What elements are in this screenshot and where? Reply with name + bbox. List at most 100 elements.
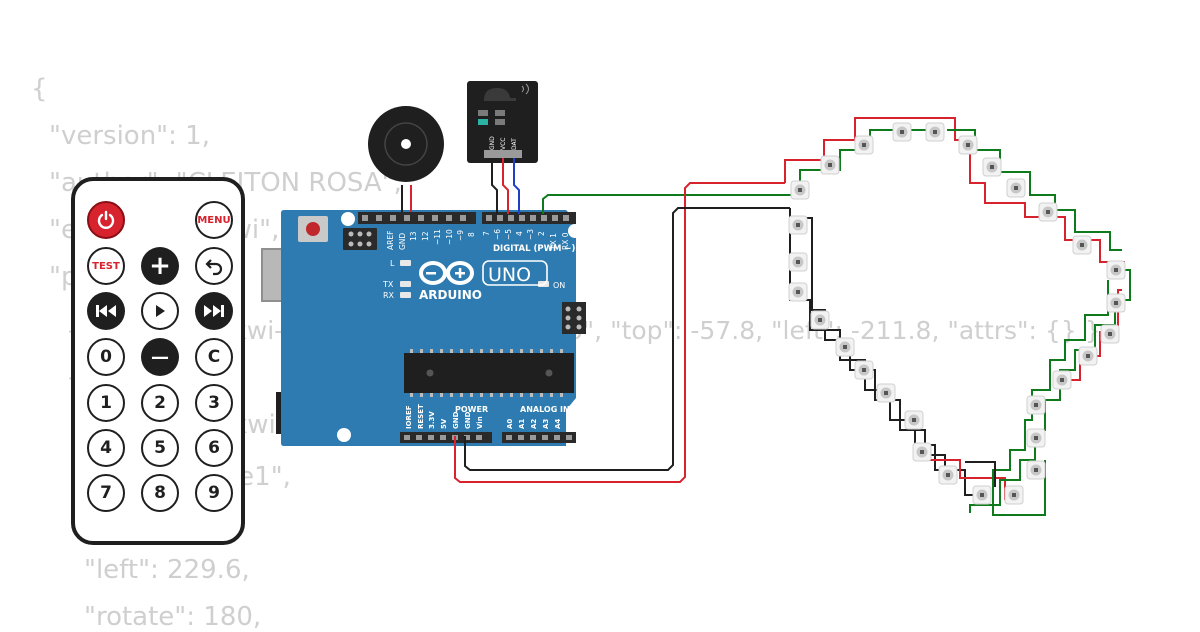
rewind-icon	[96, 305, 116, 317]
digital-pwm-label: DIGITAL (PWM ~)	[493, 244, 575, 254]
pin-label: 12	[421, 231, 430, 241]
digit-button-7[interactable]: 7	[87, 474, 125, 512]
neopixel-led-die	[828, 163, 832, 167]
neopixel-led-die	[1114, 268, 1118, 272]
digit-button-6[interactable]: 6	[195, 429, 233, 467]
pin-label: GND	[398, 233, 407, 250]
neopixel-led-die	[900, 130, 904, 134]
neopixel-led-die	[1034, 436, 1038, 440]
play-icon	[156, 305, 165, 317]
neopixel-led-die	[1014, 186, 1018, 190]
pin-label: A1	[518, 419, 526, 429]
digit-label: 4	[100, 438, 112, 458]
power-icon	[97, 210, 115, 229]
next-button[interactable]	[195, 292, 233, 330]
pin-label: AREF	[386, 231, 395, 250]
digital-header-left	[358, 212, 476, 224]
neopixel-led-die	[966, 143, 970, 147]
wires	[454, 158, 800, 483]
digit-label: 7	[100, 483, 112, 503]
arduino-brand: ARDUINO	[419, 288, 482, 302]
neopixel-led-die	[1086, 354, 1090, 358]
pin-label: RX 0	[561, 232, 570, 250]
digit-button-1[interactable]: 1	[87, 384, 125, 422]
plus-button[interactable]: +	[141, 247, 179, 285]
led-l-label: L	[390, 259, 395, 268]
previous-button[interactable]	[87, 292, 125, 330]
digit-button-2[interactable]: 2	[141, 384, 179, 422]
uno-label: UNO	[488, 264, 531, 286]
ir-receiver[interactable]: GND VCC DAT	[467, 81, 538, 163]
pin-label: A2	[530, 419, 538, 429]
neopixel-led-die	[946, 473, 950, 477]
pin-label: ~6	[493, 229, 502, 240]
pin-label: A0	[506, 419, 514, 429]
neopixel-led-die	[980, 493, 984, 497]
pin-label: IOREF	[405, 405, 413, 429]
neopixel-ring[interactable]	[784, 117, 1131, 516]
wire-led-vcc	[454, 182, 785, 483]
neopixel-led-die	[796, 223, 800, 227]
back-button[interactable]	[195, 247, 233, 285]
pin-label: ~3	[526, 229, 535, 240]
digit-button-5[interactable]: 5	[141, 429, 179, 467]
digit-label: 3	[208, 393, 220, 413]
pin-label: ~10	[445, 229, 454, 245]
digit-button-9[interactable]: 9	[195, 474, 233, 512]
neopixel-led-die	[920, 450, 924, 454]
ir-pin-label: VCC	[500, 138, 507, 150]
wire-led-data	[542, 194, 800, 214]
wire-ir-gnd	[491, 158, 498, 214]
minus-label: —	[151, 346, 169, 368]
neopixel-led-die	[1108, 332, 1112, 336]
neopixel-led-die	[796, 290, 800, 294]
led-rx-label: RX	[383, 291, 395, 300]
ir-pin-label: DAT	[511, 138, 518, 150]
pin-label: A5	[565, 419, 573, 429]
digit-button-4[interactable]: 4	[87, 429, 125, 467]
pin-label: ~11	[433, 229, 442, 245]
digit-label: 6	[208, 438, 220, 458]
pin-label: 3.3V	[428, 411, 436, 429]
ir-remote[interactable]: MENU TEST + 0 — C 1 2 3 4 5 6 7 8 9	[71, 177, 245, 545]
pin-label: GND	[452, 411, 460, 429]
menu-button[interactable]: MENU	[195, 201, 233, 239]
neopixel-led-die	[1114, 301, 1118, 305]
neopixel-led-die	[843, 345, 847, 349]
neopixel-led-die	[818, 318, 822, 322]
digit-label: 5	[154, 438, 166, 458]
neopixel-led-die	[1060, 378, 1064, 382]
minus-button[interactable]: —	[141, 338, 179, 376]
play-button[interactable]	[141, 292, 179, 330]
pin-label: Vin	[476, 416, 484, 429]
digit-button-3[interactable]: 3	[195, 384, 233, 422]
neopixel-led-die	[1034, 468, 1038, 472]
plus-label: +	[149, 251, 171, 281]
digit-button-8[interactable]: 8	[141, 474, 179, 512]
neopixel-led-die	[862, 368, 866, 372]
arduino-logo	[419, 261, 474, 285]
neopixel-led-die	[1046, 210, 1050, 214]
pin-label: A3	[542, 419, 550, 429]
wire-ir-dat	[513, 158, 520, 214]
arduino-uno-board[interactable]: AREF GND 13 12 ~11 ~10 ~9 8 7 ~6 ~5 4 ~3…	[261, 210, 586, 446]
pin-label: TX 1	[549, 233, 558, 251]
test-button[interactable]: TEST	[87, 247, 125, 285]
pin-label: 7	[482, 231, 491, 236]
pin-label: ~5	[504, 229, 513, 240]
pin-label: 2	[537, 231, 546, 236]
neopixel-led-die	[798, 188, 802, 192]
c-button[interactable]: C	[195, 338, 233, 376]
power-button[interactable]	[87, 201, 125, 239]
digit-label: 1	[100, 393, 112, 413]
led-tx-label: TX	[382, 280, 394, 289]
zero-button[interactable]: 0	[87, 338, 125, 376]
led-on-label: ON	[553, 281, 565, 290]
neopixel-led-die	[1034, 403, 1038, 407]
buzzer[interactable]	[368, 106, 444, 212]
pin-label: A4	[554, 419, 562, 429]
pin-label: 4	[515, 231, 524, 236]
power-label: POWER	[455, 405, 488, 414]
